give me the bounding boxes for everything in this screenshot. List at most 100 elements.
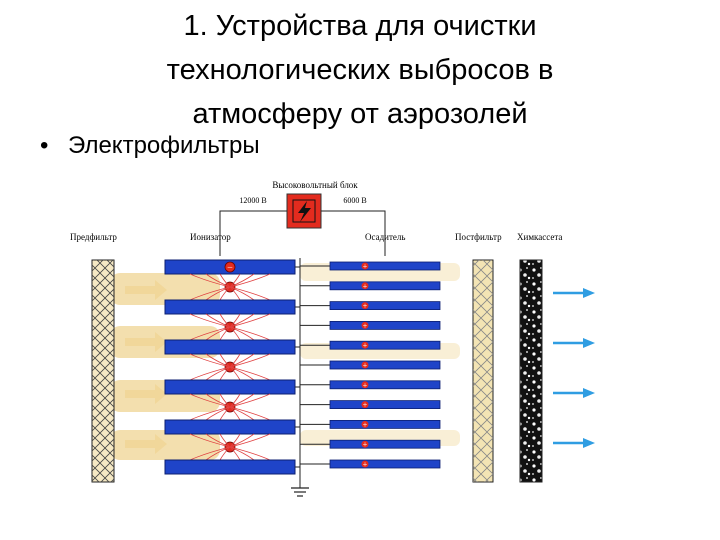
- field-line: [229, 406, 241, 421]
- ionizer-plate: [164, 379, 296, 395]
- collector-sign: +: [363, 341, 368, 350]
- field-line: [229, 393, 241, 408]
- field-line: [189, 446, 231, 461]
- field-line: [205, 406, 231, 421]
- collector-label: Осадитель: [365, 232, 406, 242]
- electrostatic-filter-diagram: Высоковольтный блок 12000 В 6000 В Предф…: [70, 180, 595, 497]
- field-line: [205, 446, 231, 461]
- collector-sign: +: [363, 381, 368, 390]
- field-line: [229, 406, 255, 421]
- field-line: [205, 353, 231, 368]
- field-line: [205, 286, 231, 301]
- collector-sign: +: [363, 361, 368, 370]
- arrow-right-icon: [583, 338, 595, 348]
- field-line: [229, 366, 255, 381]
- field-line: [189, 366, 231, 381]
- collector-electrode: [361, 440, 369, 448]
- collector-plate: [329, 261, 441, 271]
- collector-plate: [329, 419, 441, 429]
- collector-plate: [329, 301, 441, 311]
- field-line: [205, 366, 231, 381]
- field-line: [189, 433, 231, 448]
- arrow-right-icon: [583, 288, 595, 298]
- field-line: [229, 446, 255, 461]
- inflow-arrows: [125, 280, 167, 454]
- ionizer-plate: [164, 419, 296, 435]
- field-line: [219, 313, 231, 328]
- ionizer-sign: −: [227, 263, 233, 274]
- voltage-left-label: 12000 В: [239, 196, 266, 205]
- field-line: [229, 313, 271, 328]
- collector-sign: +: [363, 262, 368, 271]
- field-line: [229, 286, 241, 301]
- field-line: [229, 433, 255, 448]
- title-line-2: технологических выбросов в: [166, 54, 554, 86]
- collector-plate: [329, 459, 441, 469]
- field-line: [229, 353, 241, 368]
- ionizer-sign: −: [227, 443, 233, 454]
- ionizer-sign: −: [227, 363, 233, 374]
- collector-electrode: [361, 420, 369, 428]
- collector-plate: [329, 281, 441, 291]
- field-line: [205, 313, 231, 328]
- collector-sign: +: [363, 302, 368, 311]
- ionizer-electrode: [224, 261, 236, 273]
- field-line: [229, 353, 271, 368]
- arrow-right-icon: [125, 332, 167, 352]
- field-line: [229, 326, 271, 341]
- collector-plates: +++++++++++: [300, 261, 441, 469]
- ionizer-plate: [164, 339, 296, 355]
- collector-electrode: [361, 361, 369, 369]
- lightning-icon: [292, 199, 316, 223]
- field-line: [229, 393, 255, 408]
- collector-electrode: [361, 321, 369, 329]
- field-line: [229, 353, 255, 368]
- field-line: [189, 353, 231, 368]
- collector-sign: +: [363, 460, 368, 469]
- chemcassette-label: Химкассета: [517, 232, 562, 242]
- field-line: [229, 273, 271, 288]
- field-line: [219, 273, 231, 288]
- field-line: [219, 286, 231, 301]
- collector-plate: [329, 400, 441, 410]
- field-line: [229, 446, 271, 461]
- outflow-arrows: [553, 288, 595, 448]
- collector-plate: [329, 360, 441, 370]
- bullet-text: Электрофильтры: [68, 132, 260, 159]
- ionizer-label: Ионизатор: [190, 232, 231, 242]
- field-line: [205, 433, 231, 448]
- field-line: [229, 273, 255, 288]
- title-line-1: 1. Устройства для очистки: [183, 10, 537, 42]
- field-line: [219, 446, 231, 461]
- collector-electrode: [361, 302, 369, 310]
- collector-plate: [329, 439, 441, 449]
- field-line: [229, 406, 271, 421]
- title-line-3: атмосферу от аэрозолей: [192, 98, 528, 130]
- field-line: [189, 406, 231, 421]
- field-line: [219, 366, 231, 381]
- field-line: [219, 406, 231, 421]
- field-line: [229, 393, 271, 408]
- field-line: [219, 353, 231, 368]
- ground-icon: [291, 487, 309, 497]
- field-line: [189, 326, 231, 341]
- collector-electrode: [361, 341, 369, 349]
- postfilter-mesh: [473, 260, 493, 482]
- bullet-marker: •: [40, 132, 49, 159]
- voltage-right-label: 6000 В: [343, 196, 366, 205]
- ionizer-sign: −: [227, 283, 233, 294]
- collector-plate: [329, 380, 441, 390]
- field-line: [229, 366, 271, 381]
- field-line: [219, 326, 231, 341]
- collector-sign: +: [363, 321, 368, 330]
- arrow-right-icon: [583, 438, 595, 448]
- ionizer-plate: [164, 459, 296, 475]
- collector-electrode: [361, 282, 369, 290]
- field-line: [205, 273, 231, 288]
- collector-plate: [329, 320, 441, 330]
- field-line: [229, 433, 271, 448]
- collector-electrode: [361, 381, 369, 389]
- collector-sign: +: [363, 401, 368, 410]
- arrow-right-icon: [583, 388, 595, 398]
- field-line: [229, 366, 241, 381]
